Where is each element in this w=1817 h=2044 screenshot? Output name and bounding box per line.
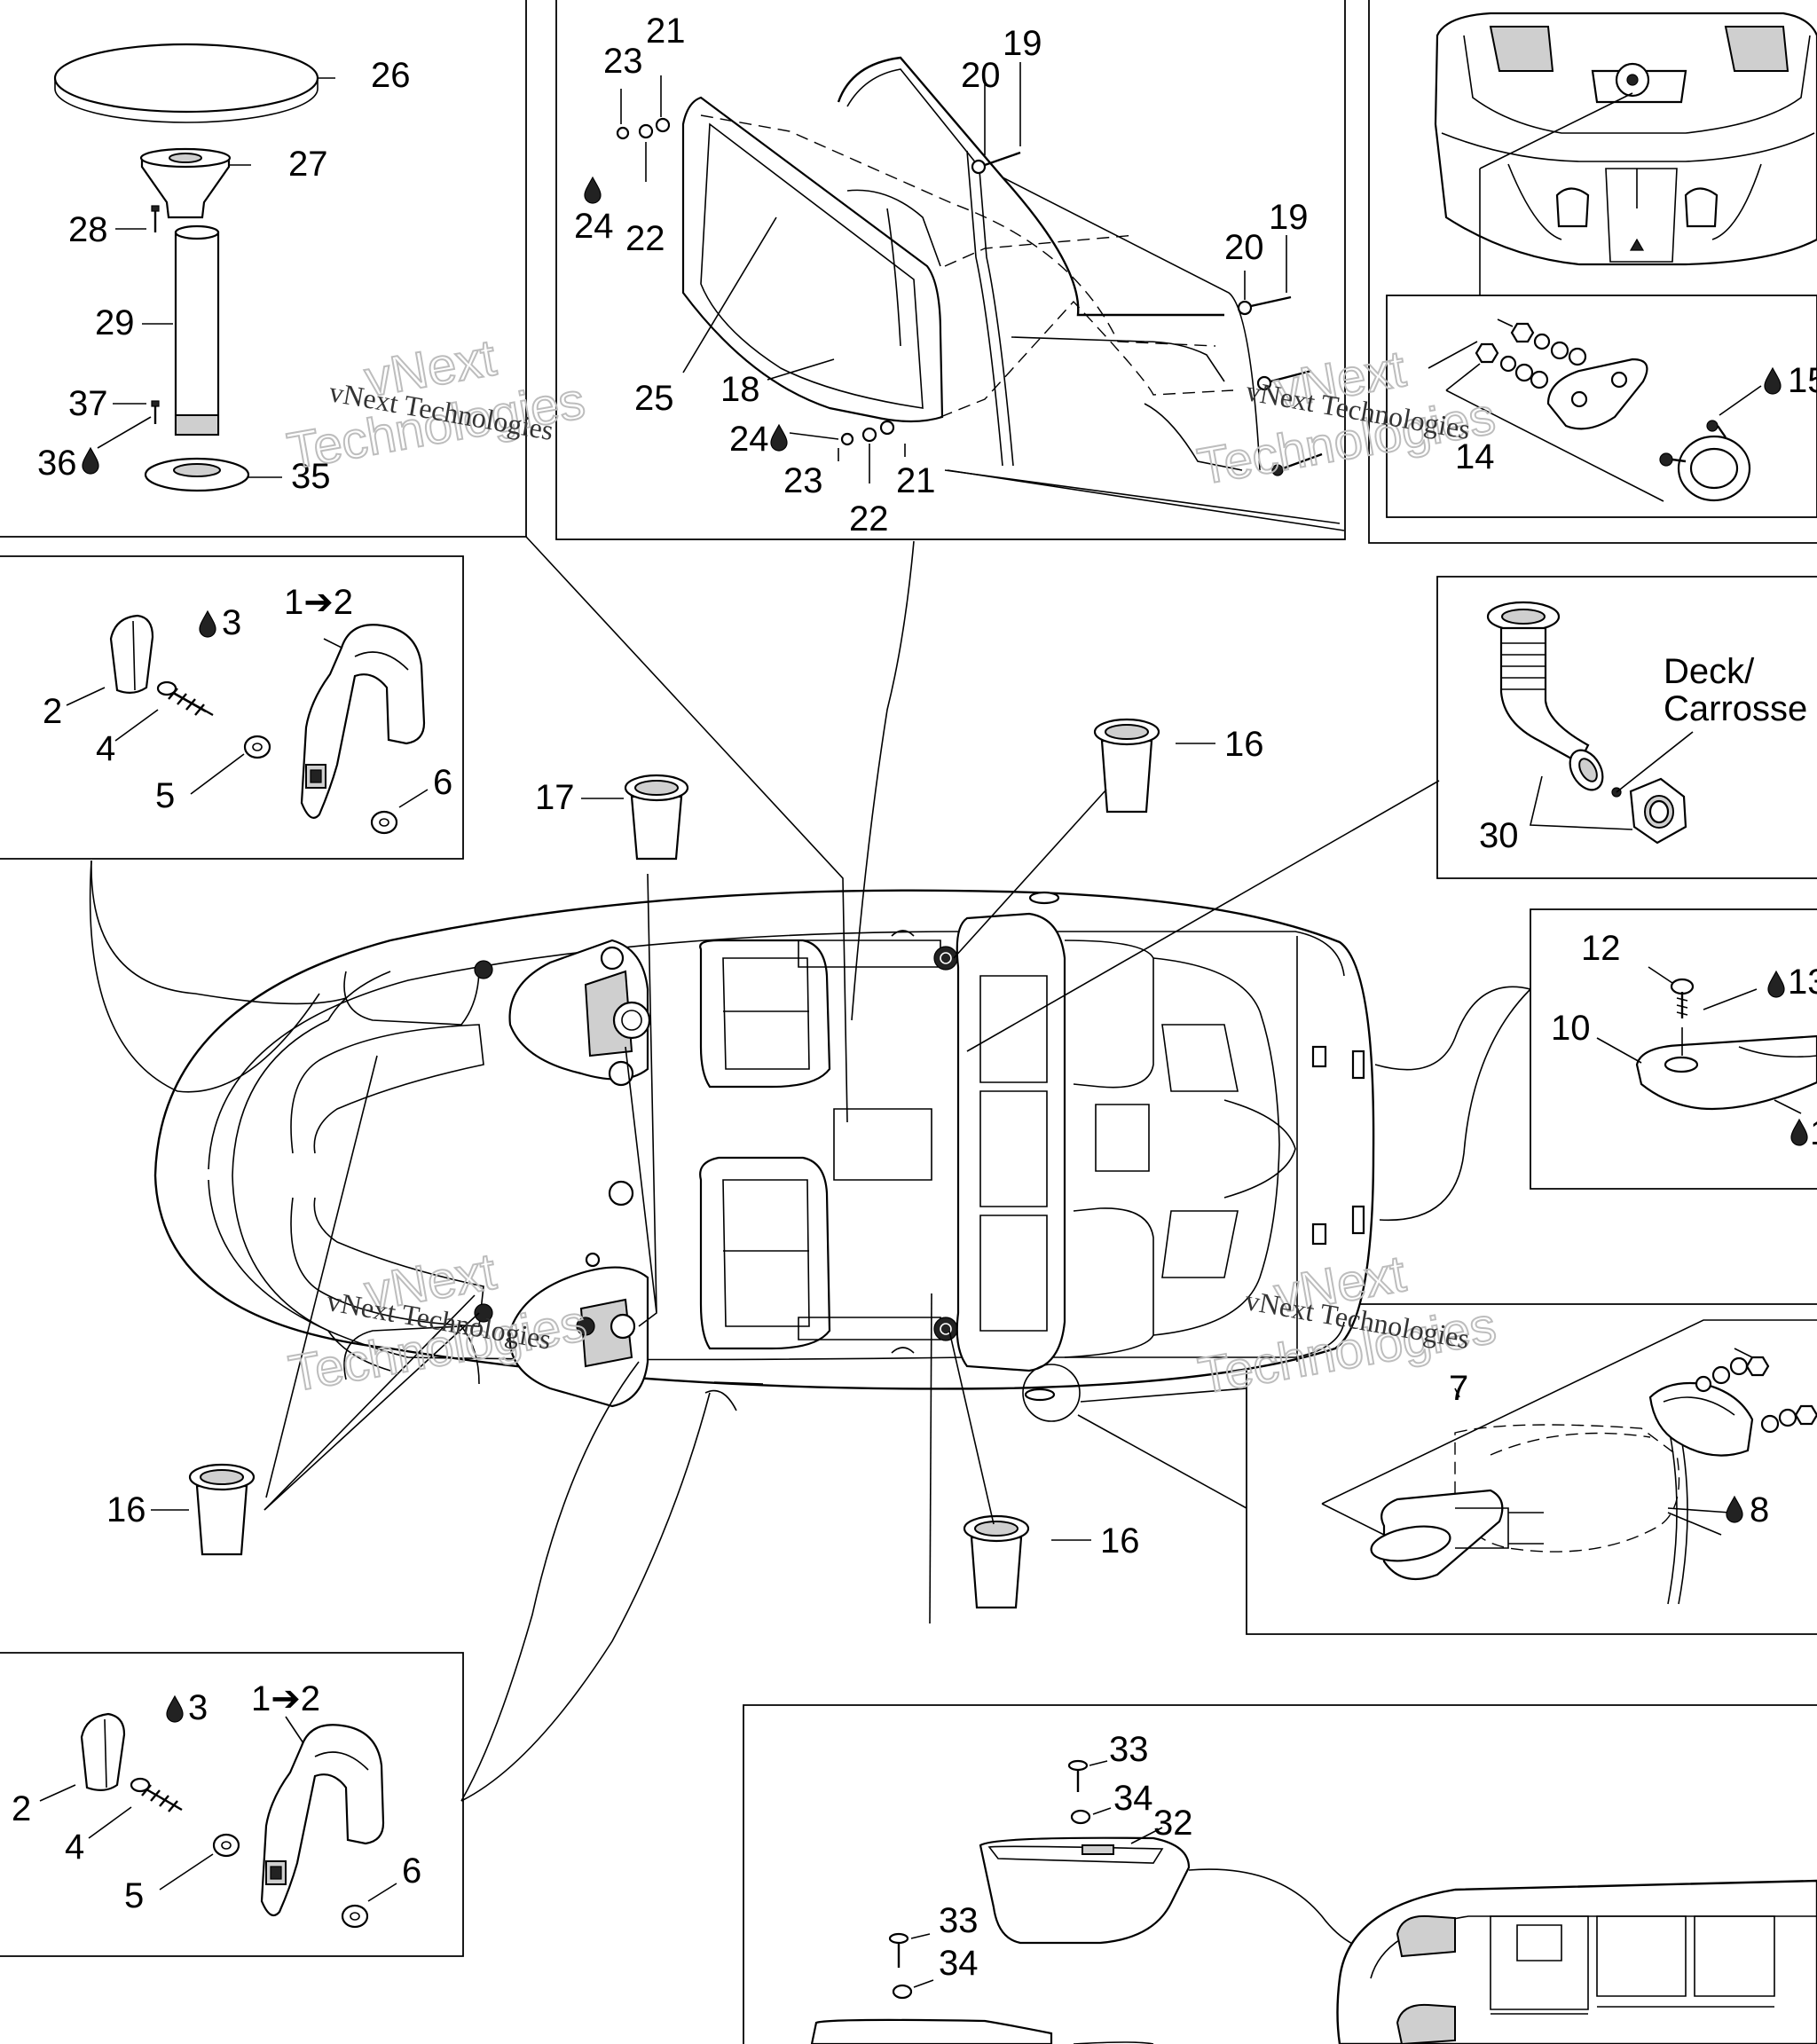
label-28: 28 — [68, 210, 108, 249]
label-16a: 16 — [1224, 725, 1264, 764]
grab-handle-bottom: 3 1➔2 2 4 5 6 — [12, 1679, 421, 1929]
label-25: 25 — [634, 379, 674, 418]
lubricant-drop-icon — [1767, 971, 1785, 998]
table-post — [174, 231, 220, 436]
label-22a: 22 — [625, 219, 665, 258]
label-23a: 23 — [603, 42, 643, 81]
label-13: 13 — [1788, 963, 1817, 1002]
lubricant-drop-icon — [82, 447, 99, 475]
frame-drain — [1436, 576, 1817, 879]
label-15: 15 — [1788, 361, 1817, 400]
leader-lines — [89, 536, 1531, 1802]
grab-handle-top: 3 1➔2 2 4 5 6 — [43, 583, 452, 835]
label-1-2a: 1➔2 — [284, 583, 353, 622]
label-18: 18 — [720, 370, 760, 409]
label-21b: 21 — [896, 461, 936, 500]
label-4b: 4 — [65, 1828, 84, 1867]
handle-cap — [109, 614, 154, 694]
frame-storage — [743, 1704, 1817, 2044]
label-17: 17 — [535, 778, 575, 817]
cleat-assembly: 7 8 — [1321, 1319, 1817, 1605]
label-6b: 6 — [402, 1851, 421, 1891]
label-24b: 24 — [729, 420, 769, 459]
lubricant-drop-icon — [584, 177, 602, 204]
label-4a: 4 — [96, 729, 115, 768]
cup-holder-16-left: 16 — [106, 1463, 256, 1556]
label-16c: 16 — [1100, 1521, 1140, 1561]
label-19b: 19 — [1269, 198, 1309, 237]
frame-deck-fitting — [1530, 908, 1817, 1190]
label-11: 1 — [1810, 1113, 1817, 1152]
label-32: 32 — [1153, 1804, 1193, 1843]
label-1-2b: 1➔2 — [251, 1679, 320, 1718]
cup-holder-16-bottom: 16 — [963, 1514, 1140, 1609]
table-assembly: 26 27 28 29 37 36 35 — [37, 43, 411, 496]
label-33a: 33 — [1109, 1730, 1149, 1769]
deck-fitting: 12 13 10 1 — [1551, 929, 1817, 1152]
side-panel — [681, 96, 944, 423]
table-top — [53, 43, 319, 114]
transom-assembly: 14 15 — [1386, 12, 1817, 518]
storage-bin — [979, 1836, 1191, 1945]
label-24a: 24 — [574, 207, 614, 246]
lubricant-drop-icon — [770, 424, 788, 452]
lubricant-drop-icon — [1726, 1496, 1743, 1523]
bimini-panel-assembly: 23 21 24 22 25 18 24 23 22 21 20 19 20 1… — [574, 12, 1345, 539]
label-3a: 3 — [222, 603, 241, 642]
label-3b: 3 — [188, 1688, 208, 1727]
label-36: 36 — [37, 444, 77, 483]
label-8: 8 — [1750, 1490, 1769, 1529]
label-12: 12 — [1581, 929, 1621, 968]
label-34b: 34 — [939, 1944, 979, 1983]
cup-holder-17: 17 — [535, 774, 689, 861]
storage-bins: 33 34 32 33 34 — [810, 1730, 1817, 2044]
frame-handle-bottom — [0, 1652, 464, 1957]
frame-cleat — [1246, 1303, 1817, 1635]
label-7: 7 — [1449, 1369, 1468, 1408]
label-2a: 2 — [43, 692, 62, 731]
drain-fitting: Deck/ Carrosse 30 — [1479, 601, 1807, 855]
label-30: 30 — [1479, 816, 1519, 855]
lubricant-drop-icon — [1764, 367, 1782, 395]
label-5b: 5 — [124, 1876, 144, 1915]
label-29: 29 — [95, 303, 135, 342]
boat-hull — [153, 889, 1375, 1422]
frame-handle-top — [0, 555, 464, 860]
cup-holder-16-top: 16 — [1093, 718, 1264, 814]
label-5a: 5 — [155, 776, 175, 815]
cup-holders: 17 16 16 16 — [106, 718, 1264, 1609]
label-2b: 2 — [12, 1789, 31, 1828]
label-deck-1: Deck/ — [1664, 652, 1755, 691]
label-23b: 23 — [783, 461, 823, 500]
lubricant-drop-icon — [1790, 1119, 1808, 1146]
label-27: 27 — [288, 145, 328, 184]
label-16b: 16 — [106, 1490, 146, 1529]
label-22b: 22 — [849, 499, 889, 539]
label-21a: 21 — [646, 12, 686, 51]
label-10: 10 — [1551, 1009, 1591, 1048]
lubricant-drop-icon — [199, 610, 216, 638]
label-20b: 20 — [1224, 228, 1264, 267]
cleat — [1370, 1525, 1451, 1562]
label-34a: 34 — [1113, 1779, 1153, 1818]
label-37: 37 — [68, 384, 108, 423]
label-6a: 6 — [433, 763, 452, 802]
grab-handle — [300, 624, 426, 819]
label-26: 26 — [371, 56, 411, 95]
label-35: 35 — [291, 457, 331, 496]
label-33b: 33 — [939, 1901, 979, 1940]
frame-transom — [1368, 0, 1817, 544]
frame-bimini — [555, 0, 1346, 540]
label-14: 14 — [1455, 437, 1495, 476]
label-19a: 19 — [1003, 24, 1042, 63]
label-20a: 20 — [961, 56, 1001, 95]
label-deck-2: Carrosse — [1664, 689, 1807, 728]
lubricant-drop-icon — [166, 1695, 184, 1723]
